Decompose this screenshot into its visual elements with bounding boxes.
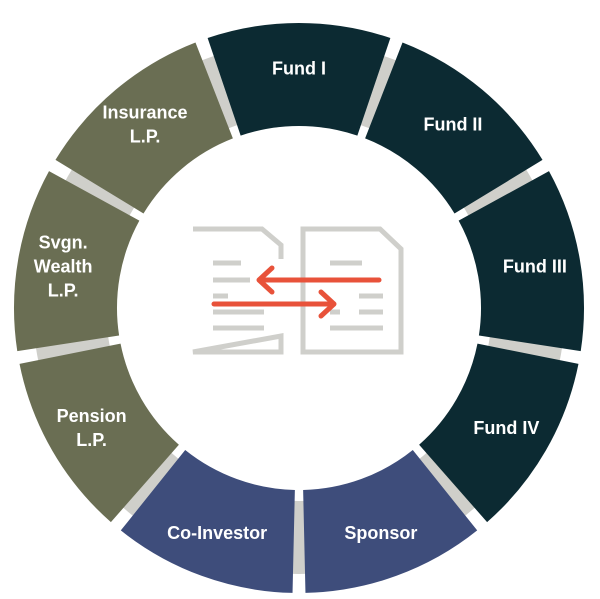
right-document-icon	[300, 226, 404, 355]
segment-fund-3-shape	[458, 171, 584, 352]
segment-fund-2-shape	[365, 42, 543, 214]
segment-fund-4: Fund IV	[419, 343, 579, 523]
segment-sponsor-shape	[303, 450, 478, 593]
segment-fund-2-label: Fund II	[423, 115, 482, 135]
segment-svgn-wealth-lp-label: Wealth	[34, 256, 93, 276]
segment-pension-lp-shape	[19, 343, 179, 523]
segment-svgn-wealth-lp-label: Svgn.	[39, 232, 88, 252]
segment-fund-1-shape	[207, 22, 391, 136]
segment-fund-1: Fund I	[207, 22, 391, 136]
segment-pension-lp-label: Pension	[57, 406, 127, 426]
segment-sponsor: Sponsor	[303, 450, 478, 593]
segment-fund-4-shape	[419, 343, 579, 523]
segment-insurance-lp-label: L.P.	[130, 127, 161, 147]
segment-co-investor-shape	[120, 450, 295, 593]
segment-sponsor-label: Sponsor	[344, 523, 417, 543]
segment-svgn-wealth-lp-label: L.P.	[48, 280, 79, 300]
segment-pension-lp-label: L.P.	[76, 430, 107, 450]
left-document-lines	[213, 260, 264, 331]
segment-fund-3: Fund III	[458, 171, 584, 352]
segment-fund-3-label: Fund III	[503, 256, 567, 276]
ring-segments: Fund I Fund II Fund III Fund IV Sponsor Co-In…	[13, 22, 584, 593]
exchange-arrows-icon	[211, 265, 382, 319]
segment-svgn-wealth-lp-shape	[13, 171, 140, 352]
segment-insurance-lp-label: Insurance	[103, 103, 188, 123]
document-exchange-icon	[192, 226, 404, 355]
right-document-lines	[330, 260, 383, 331]
left-document-icon	[192, 226, 284, 355]
segment-co-investor: Co-Investor	[120, 450, 295, 593]
segment-fund-1-label: Fund I	[272, 59, 326, 79]
segment-fund-4-label: Fund IV	[473, 418, 539, 438]
segment-fund-2: Fund II	[365, 42, 543, 214]
segment-co-investor-label: Co-Investor	[167, 523, 267, 543]
segment-insurance-lp-shape	[55, 42, 233, 214]
